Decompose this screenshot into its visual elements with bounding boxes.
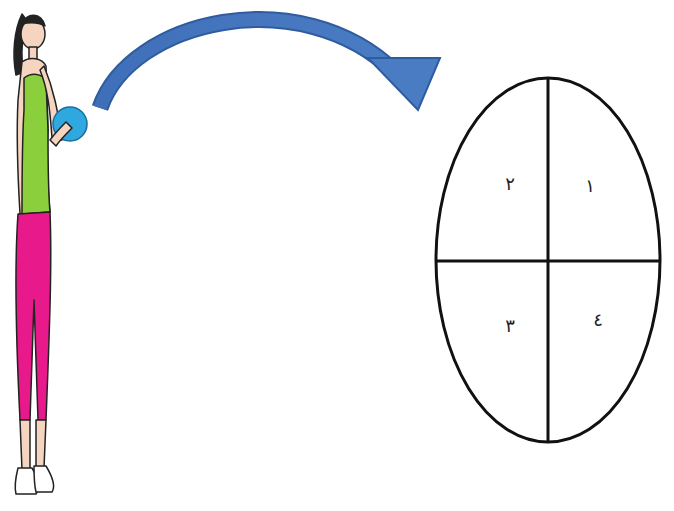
quarter-number: ٤ — [593, 311, 603, 329]
throw-arrow — [100, 20, 440, 110]
quarter-number: ١ — [585, 177, 595, 195]
target-circle — [436, 78, 660, 442]
quarter-number: ٢ — [505, 175, 515, 193]
woman-figure — [14, 14, 87, 494]
quarter-number: ٣ — [505, 317, 515, 335]
